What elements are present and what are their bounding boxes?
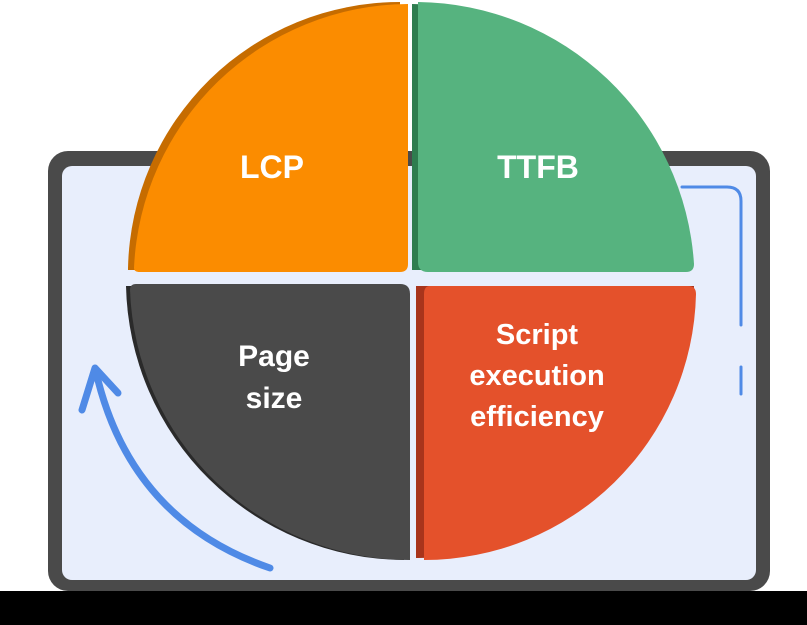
quadrant-script-label: Script execution efficiency: [469, 319, 604, 433]
quadrant-label-line: Page: [238, 340, 310, 373]
quadrant-ttfb-label: TTFB: [497, 149, 579, 185]
quadrant-page-size-face: [130, 284, 410, 561]
quadrant-page-size: Page size: [126, 284, 410, 561]
quadrant-label-line: LCP: [240, 149, 304, 185]
quadrant-label-line: size: [246, 382, 303, 415]
laptop-base: [0, 591, 807, 625]
screen-edge-accent-line: [680, 185, 743, 327]
quadrant-lcp-label: LCP: [240, 149, 304, 185]
quadrant-page-size-label: Page size: [238, 340, 310, 415]
refresh-arrow-head-icon: [78, 364, 122, 414]
quadrant-label-line: TTFB: [497, 149, 579, 185]
quadrant-label-line: Script: [496, 319, 579, 351]
quadrant-script-face: [424, 286, 696, 561]
quadrant-lcp-face: [134, 4, 408, 272]
quadrant-label-line: execution: [469, 360, 604, 392]
refresh-arrow-curve: [92, 368, 274, 572]
quadrant-lcp: LCP: [128, 1, 408, 272]
quadrant-script-execution-efficiency: Script execution efficiency: [416, 286, 696, 561]
quadrant-label-line: efficiency: [470, 401, 604, 433]
quadrant-ttfb: TTFB: [412, 2, 694, 272]
quadrant-ttfb-face: [418, 2, 694, 272]
